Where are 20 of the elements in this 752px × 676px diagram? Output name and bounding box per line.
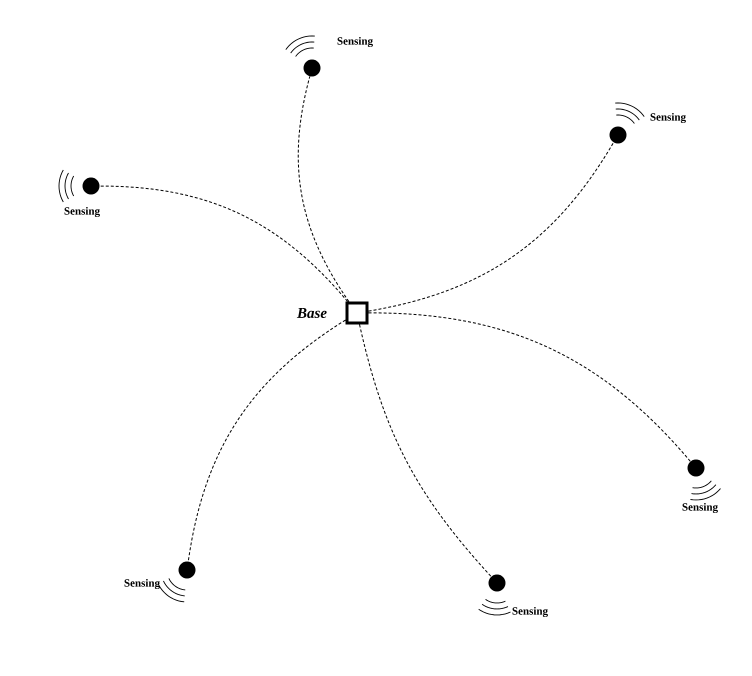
sensing-label: Sensing bbox=[512, 606, 548, 618]
dashed-link bbox=[359, 324, 492, 578]
sensing-label: Sensing bbox=[338, 36, 373, 48]
sensor-node bbox=[488, 574, 506, 592]
sensor-node bbox=[178, 561, 196, 578]
base-station-square bbox=[346, 301, 368, 324]
sensor-node bbox=[610, 126, 626, 144]
dashed-link bbox=[368, 312, 691, 462]
sensing-label: Sensing bbox=[64, 206, 100, 218]
base-label: Base bbox=[296, 308, 327, 318]
sensor-node bbox=[304, 59, 320, 76]
dashed-link bbox=[99, 186, 348, 302]
dashed-link bbox=[298, 76, 350, 302]
sensing-label: Sensing bbox=[682, 502, 718, 514]
sensor-node bbox=[688, 459, 704, 476]
dashed-link bbox=[188, 320, 346, 562]
dashed-link bbox=[368, 142, 614, 312]
sensing-label: Sensing bbox=[650, 112, 686, 124]
sensing-label: Sensing bbox=[124, 578, 160, 590]
sensor-node bbox=[82, 177, 100, 194]
